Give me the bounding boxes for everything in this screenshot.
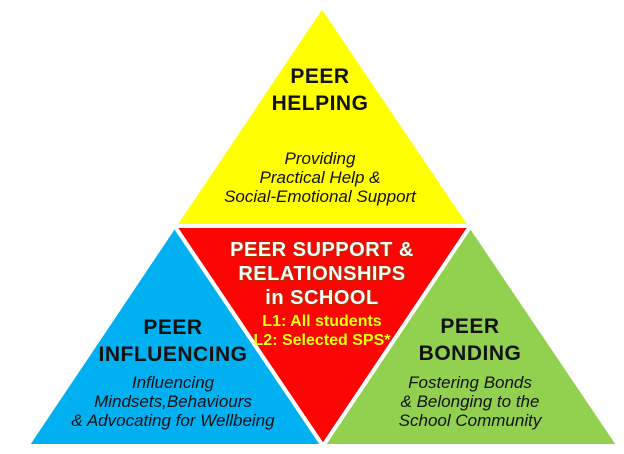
influencing-subtitle-line-2: Mindsets,Behaviours	[94, 392, 252, 411]
bonding-subtitle-line-1: Fostering Bonds	[408, 373, 532, 392]
helping-subtitle-line-1: Providing	[284, 149, 356, 168]
bonding-title-line-1: PEER	[440, 315, 500, 338]
bonding-subtitle-line-3: School Community	[398, 411, 542, 430]
support-title-line-2: RELATIONSHIPS	[238, 263, 406, 285]
support-level-2: L2: Selected SPS*	[253, 332, 391, 349]
helping-subtitle-line-2: Practical Help &	[259, 168, 381, 187]
influencing-subtitle-line-3: & Advocating for Wellbeing	[71, 411, 275, 430]
bonding-title: PEER BONDING	[419, 313, 522, 367]
bonding-subtitle: Fostering Bonds & Belonging to the Schoo…	[399, 373, 542, 430]
support-levels: L1: All students L2: Selected SPS*	[254, 312, 391, 350]
support-title-line-3: in SCHOOL	[265, 287, 379, 309]
bonding-subtitle-line-2: & Belonging to the	[400, 392, 540, 411]
bonding-triangle	[321, 224, 621, 448]
helping-title-line-2: HELPING	[271, 92, 369, 115]
support-title-line-1: PEER SUPPORT &	[230, 239, 414, 261]
helping-subtitle-line-3: Social-Emotional Support	[224, 187, 416, 206]
support-level-1: L1: All students	[262, 313, 382, 330]
influencing-triangle	[25, 224, 325, 448]
influencing-title-line-1: PEER	[143, 316, 203, 339]
influencing-subtitle-line-1: Influencing	[131, 373, 215, 392]
helping-title: PEER HELPING	[272, 63, 369, 117]
support-title: PEER SUPPORT & RELATIONSHIPS in SCHOOL	[230, 238, 414, 310]
helping-subtitle: Providing Practical Help & Social-Emotio…	[224, 149, 416, 206]
bonding-title-line-2: BONDING	[418, 342, 522, 365]
influencing-subtitle: Influencing Mindsets,Behaviours & Advoca…	[71, 373, 274, 430]
helping-title-line-1: PEER	[290, 65, 350, 88]
influencing-title: PEER INFLUENCING	[99, 314, 248, 368]
influencing-title-line-2: INFLUENCING	[98, 343, 248, 366]
